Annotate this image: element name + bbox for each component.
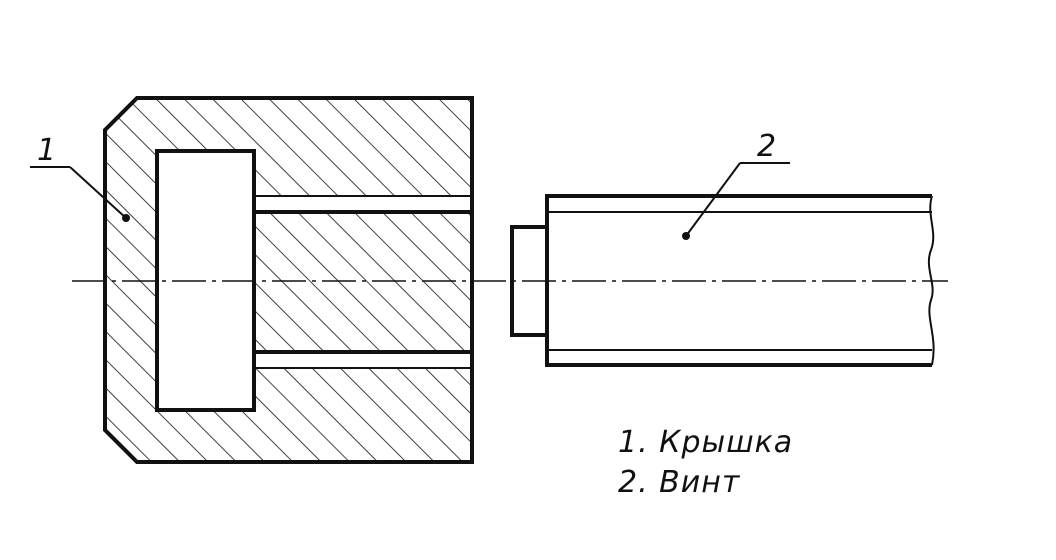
cover-section-hatched (105, 98, 472, 462)
legend-line-1: 1. Крышка (618, 425, 793, 460)
parts-legend: 1. Крышка 2. Винт (618, 425, 793, 500)
cover-outer-contour (103, 96, 474, 464)
part-2-number: 2 (757, 129, 776, 164)
leader-part-1: 1 (30, 133, 130, 222)
part-1-number: 1 (37, 133, 56, 168)
legend-line-2: 2. Винт (618, 465, 741, 500)
leader-2-line (685, 162, 741, 237)
leader-1-dot (122, 214, 130, 222)
leader-2-dot (682, 232, 690, 240)
leader-part-2: 2 (682, 129, 790, 240)
part-1-cover (103, 96, 474, 464)
screw-break-line (927, 195, 935, 366)
leader-1-line (69, 166, 127, 219)
